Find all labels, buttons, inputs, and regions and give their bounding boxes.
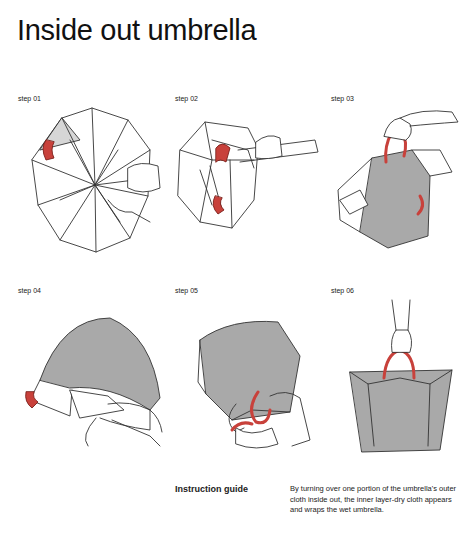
guide-heading: Instruction guide [175,484,248,494]
step-label: step 03 [331,95,354,102]
step-label: step 05 [175,287,198,294]
guide-text: By turning over one portion of the umbre… [290,484,458,516]
step-label: step 06 [331,287,354,294]
step-2-sketch [178,122,318,228]
step-3-sketch [338,111,458,248]
step-1-sketch [32,108,160,252]
step-4-sketch [26,318,162,446]
step-label: step 01 [18,95,41,102]
step-label: step 04 [18,287,41,294]
diagram-title: Inside out umbrella [17,14,256,47]
step-label: step 02 [175,95,198,102]
step-6-sketch [350,300,452,452]
step-5-sketch [198,321,310,448]
